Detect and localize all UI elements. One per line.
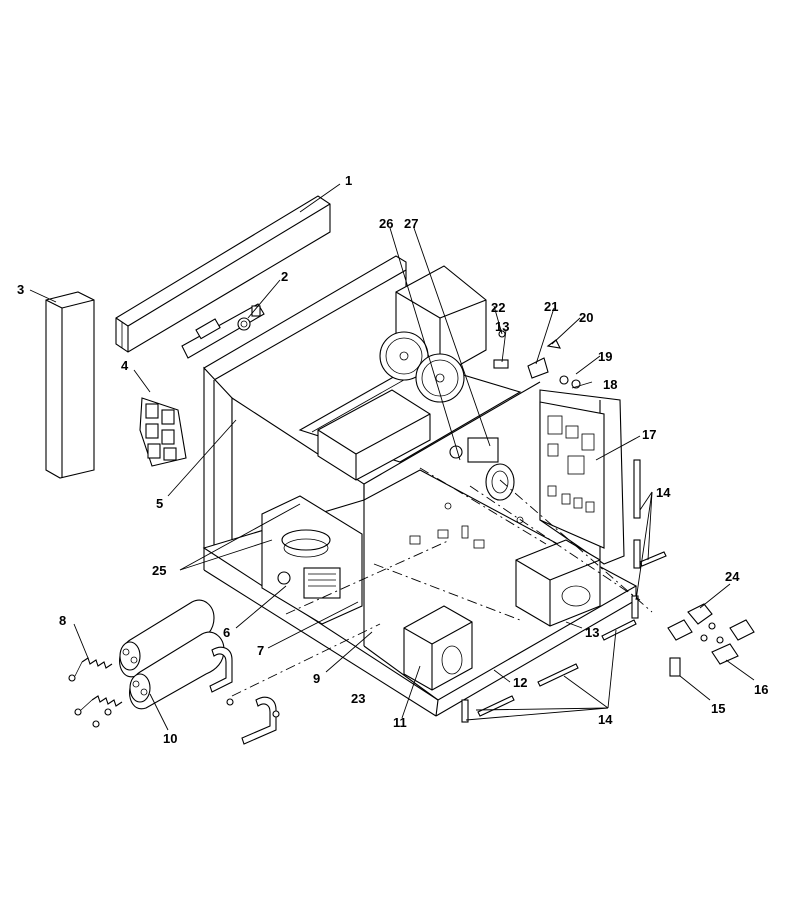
- callout-17: 17: [642, 427, 656, 442]
- callout-16: 16: [754, 682, 768, 697]
- part-fan-assembly: [261, 495, 363, 625]
- callout-4: 4: [121, 358, 129, 373]
- callout-13-upper: 13: [495, 319, 509, 334]
- callout-27: 27: [404, 216, 418, 231]
- callout-21: 21: [544, 299, 558, 314]
- part-spring-fuses: [68, 657, 123, 728]
- part-capacitor-clamps: [209, 646, 280, 745]
- part-transformer-left: [403, 605, 473, 691]
- part-control-board: [539, 401, 605, 549]
- callout-20: 20: [579, 310, 593, 325]
- callout-3: 3: [17, 282, 24, 297]
- callout-25: 25: [152, 563, 166, 578]
- callout-19: 19: [598, 349, 612, 364]
- callout-23: 23: [351, 691, 365, 706]
- callout-14-right: 14: [656, 485, 671, 500]
- part-capacitors: [119, 599, 225, 710]
- part-latch-hardware: [667, 603, 755, 677]
- callout-24: 24: [725, 569, 740, 584]
- callout-8: 8: [59, 613, 66, 628]
- part-transformer-right: [515, 539, 601, 627]
- callout-22: 22: [491, 300, 505, 315]
- part-side-trim: [45, 291, 95, 479]
- callout-6: 6: [223, 625, 230, 640]
- part-cavity-top: [317, 389, 431, 481]
- callout-1: 1: [345, 173, 352, 188]
- part-small-hardware: [493, 330, 581, 389]
- explode-lines: [231, 467, 653, 697]
- callout-10: 10: [163, 731, 177, 746]
- callout-9: 9: [313, 671, 320, 686]
- callout-26: 26: [379, 216, 393, 231]
- callout-labels: 1 2 3 4 5 6 7 8 9 10 11 12 13 13 14 14 1…: [17, 173, 768, 746]
- part-switch-block: [139, 397, 187, 467]
- callout-12: 12: [513, 675, 527, 690]
- part-gear-pair: [379, 331, 465, 403]
- part-motor: [449, 437, 515, 501]
- part-switch-bracket: [181, 303, 265, 359]
- callout-14-bottom: 14: [598, 712, 613, 727]
- part-top-trim: [115, 195, 331, 353]
- callout-18: 18: [603, 377, 617, 392]
- leader-lines: [29, 183, 755, 731]
- callout-2: 2: [281, 269, 288, 284]
- part-gasket-strips: [461, 459, 667, 723]
- callout-15: 15: [711, 701, 725, 716]
- callout-5: 5: [156, 496, 163, 511]
- callout-7: 7: [257, 643, 264, 658]
- callout-11: 11: [393, 715, 407, 730]
- callout-13-lower: 13: [585, 625, 599, 640]
